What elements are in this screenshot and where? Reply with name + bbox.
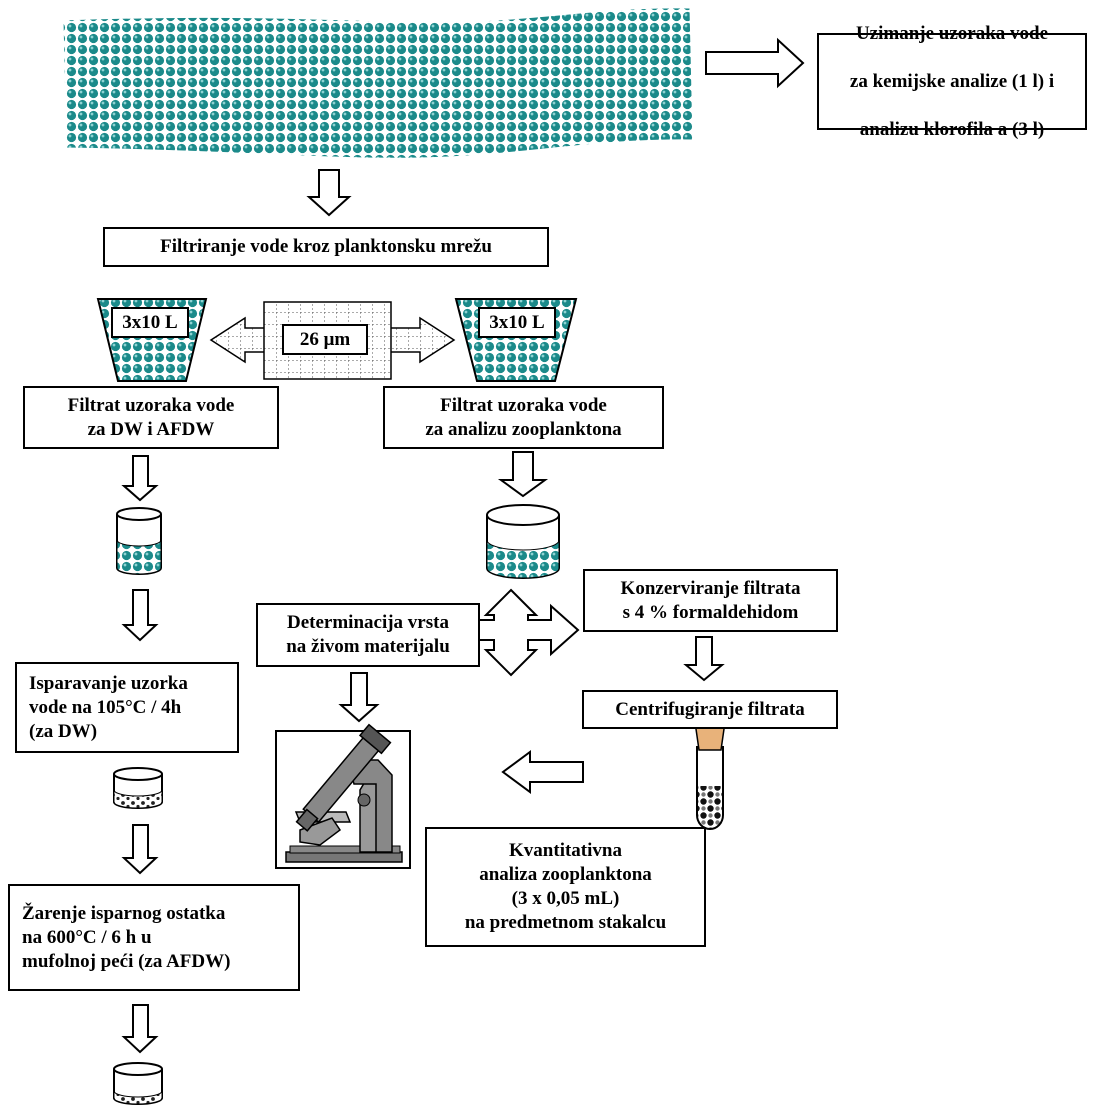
preservation-box: Konzerviranje filtrata s 4 % formaldehid… <box>583 569 838 632</box>
beaker-icon <box>113 767 163 809</box>
arrow-down-icon <box>497 451 549 498</box>
arrow-right-icon <box>705 37 805 89</box>
river-icon <box>62 7 694 159</box>
beaker-icon <box>486 504 560 579</box>
arrow-down-icon <box>121 455 159 502</box>
volume-label-right: 3x10 L <box>478 307 556 338</box>
test-tube-icon <box>694 721 726 830</box>
arrow-down-icon <box>306 169 352 217</box>
centrifuge-box: Centrifugiranje filtrata <box>582 690 838 729</box>
filtrate-dw-box: Filtrat uzoraka vode za DW i AFDW <box>23 386 279 449</box>
sampling-line-1: Uzimanje uzoraka vode <box>855 22 1049 44</box>
ignition-box: Žarenje isparnog ostatka na 600°C / 6 h … <box>8 884 300 991</box>
volume-label-left: 3x10 L <box>111 307 189 338</box>
arrow-down-icon <box>338 672 380 723</box>
arrow-down-icon <box>121 1004 159 1054</box>
beaker-icon <box>116 507 162 575</box>
sampling-box: Uzimanje uzoraka vode za kemijske analiz… <box>817 23 1087 140</box>
microscope-icon <box>275 723 411 869</box>
arrow-down-icon <box>683 636 725 682</box>
determination-box: Determinacija vrsta na živom materijalu <box>256 603 480 667</box>
filtrate-zoo-box: Filtrat uzoraka vode za analizu zooplank… <box>383 386 664 449</box>
beaker-icon <box>113 1062 163 1105</box>
filtering-box: Filtriranje vode kroz planktonsku mrežu <box>103 227 549 267</box>
arrow-down-icon <box>121 589 159 642</box>
sampling-line-2: za kemijske analize (1 l) i <box>849 70 1055 92</box>
mesh-size-label: 26 μm <box>282 324 368 355</box>
arrow-left-icon <box>501 750 584 794</box>
sampling-line-3: analizu klorofila a (3 l) <box>859 118 1045 140</box>
evaporation-box: Isparavanje uzorka vode na 105°C / 4h (z… <box>15 662 239 753</box>
arrow-down-icon <box>121 824 159 875</box>
quantitative-box: Kvantitativna analiza zooplanktona (3 x … <box>425 827 706 947</box>
